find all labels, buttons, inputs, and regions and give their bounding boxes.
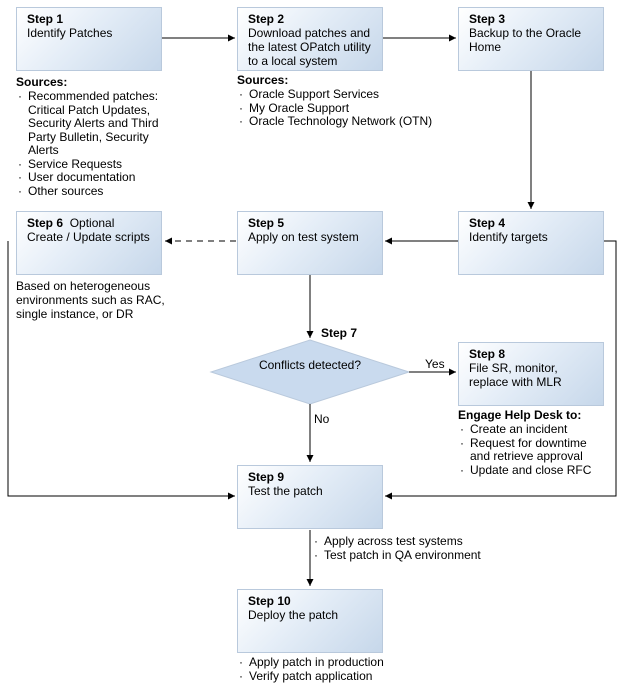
arrow-step6-step9: [7, 241, 235, 500]
list-item: Create an incident: [458, 422, 608, 437]
sources2-heading: Sources:: [237, 73, 289, 87]
list-item: Other sources: [16, 184, 176, 199]
list-item: Update and close RFC: [458, 463, 608, 478]
decision-diamond: [209, 339, 411, 405]
list-item: Test patch in QA environment: [312, 548, 512, 563]
step1-title: Step 1: [27, 12, 64, 26]
step6-title: Step 6: [27, 216, 64, 230]
sources1-list: Recommended patches: Critical Patch Upda…: [16, 89, 176, 199]
step5-desc: Apply on test system: [248, 230, 359, 244]
helpdesk-heading: Engage Help Desk to:: [458, 408, 582, 422]
step9-box: Step 9 Test the patch: [237, 465, 383, 529]
step8-box: Step 8 File SR, monitor, replace with ML…: [458, 342, 604, 406]
sources2-list: Oracle Support Services My Oracle Suppor…: [237, 87, 437, 129]
step9-notes: Apply across test systems Test patch in …: [312, 534, 512, 563]
step9-title: Step 9: [248, 470, 285, 484]
list-item: Oracle Technology Network (OTN): [237, 114, 437, 129]
list-item: User documentation: [16, 170, 176, 185]
step1-box: Step 1 Identify Patches: [16, 7, 162, 71]
list-item: Service Requests: [16, 157, 176, 172]
step8-title: Step 8: [469, 347, 506, 361]
step4-box: Step 4 Identify targets: [458, 211, 604, 275]
step6-note: Based on heterogeneous environments such…: [16, 279, 165, 321]
step10-box: Step 10 Deploy the patch: [237, 589, 383, 653]
step4-desc: Identify targets: [469, 230, 548, 244]
list-item: Request for downtime and retrieve approv…: [458, 436, 608, 464]
step10-title: Step 10: [248, 594, 291, 608]
step6-box: Step 6 Optional Create / Update scripts: [16, 211, 162, 275]
step2-title: Step 2: [248, 12, 285, 26]
step5-title: Step 5: [248, 216, 285, 230]
list-item: Recommended patches: Critical Patch Upda…: [16, 89, 176, 158]
list-item: My Oracle Support: [237, 101, 437, 116]
decision-no-label: No: [314, 412, 330, 426]
step10-notes: Apply patch in production Verify patch a…: [237, 655, 437, 684]
sources1-heading: Sources:: [16, 75, 68, 89]
step9-desc: Test the patch: [248, 484, 323, 498]
step7-desc: Conflicts detected?: [258, 358, 362, 372]
step10-desc: Deploy the patch: [248, 608, 339, 622]
list-item: Oracle Support Services: [237, 87, 437, 102]
step2-box: Step 2 Download patches and the latest O…: [237, 7, 383, 71]
list-item: Verify patch application: [237, 669, 437, 684]
step3-box: Step 3 Backup to the Oracle Home: [458, 7, 604, 71]
list-item: Apply across test systems: [312, 534, 512, 549]
step4-title: Step 4: [469, 216, 506, 230]
decision-yes-label: Yes: [425, 357, 445, 371]
step8-desc: File SR, monitor, replace with MLR: [469, 361, 562, 389]
step6-desc: Create / Update scripts: [27, 230, 150, 244]
helpdesk-list: Create an incident Request for downtime …: [458, 422, 608, 478]
arrow-step4-step9: [385, 240, 617, 500]
step1-desc: Identify Patches: [27, 26, 113, 40]
list-item: Apply patch in production: [237, 655, 437, 670]
step5-box: Step 5 Apply on test system: [237, 211, 383, 275]
step3-desc: Backup to the Oracle Home: [469, 26, 582, 54]
step7-title: Step 7: [321, 326, 358, 340]
step6-optional: Optional: [69, 216, 115, 230]
step3-title: Step 3: [469, 12, 506, 26]
step2-desc: Download patches and the latest OPatch u…: [248, 26, 371, 68]
